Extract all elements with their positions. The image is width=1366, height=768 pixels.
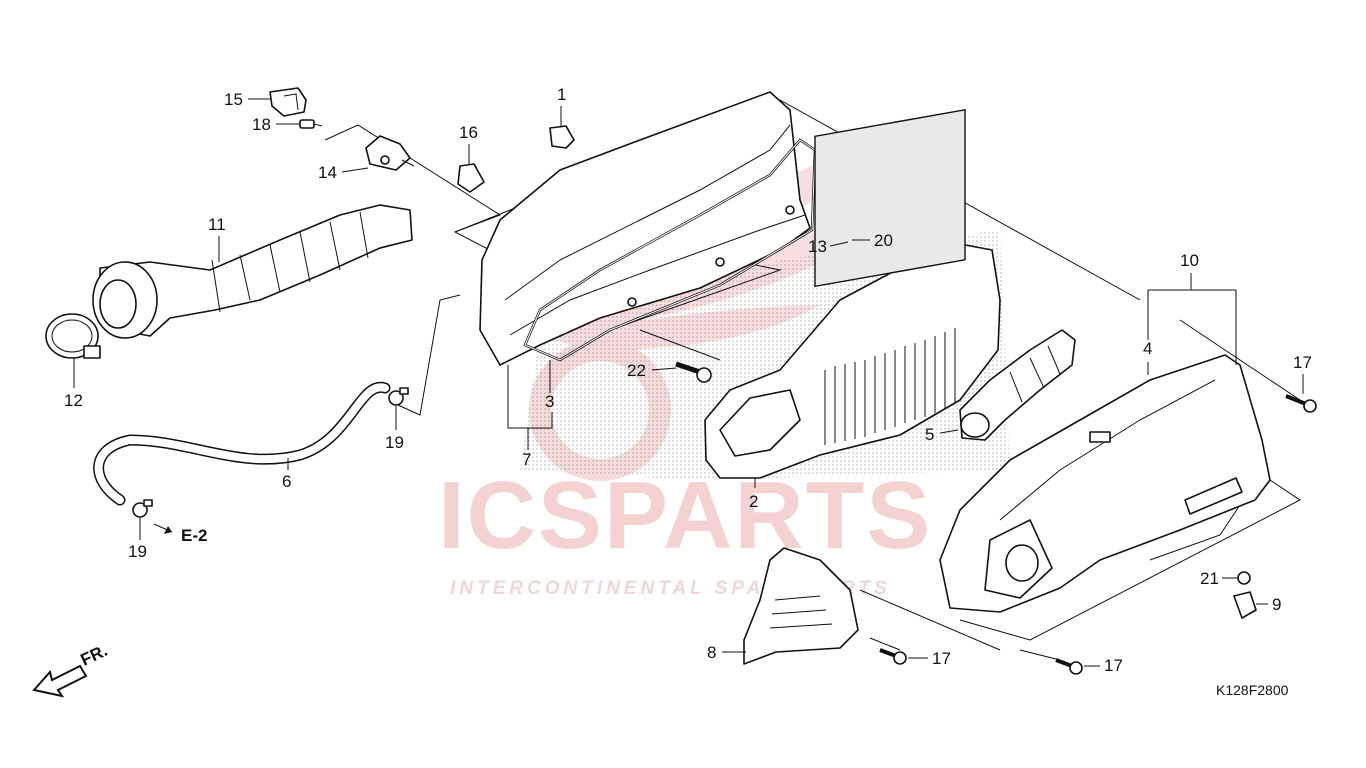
part-19-clamp-lower	[132, 499, 153, 518]
callout-2: 2	[749, 492, 758, 511]
callout-18: 18	[252, 115, 271, 134]
part-3-gasket	[523, 138, 817, 362]
part-18-screw	[299, 119, 323, 129]
callout-3: 3	[545, 392, 554, 411]
callout-19-lower: 19	[128, 542, 147, 561]
part-15-connector	[269, 87, 307, 117]
callout-21: 21	[1200, 569, 1219, 588]
callout-4: 4	[1143, 339, 1152, 358]
callout-8: 8	[707, 643, 716, 662]
reference-e2: E-2	[153, 523, 207, 545]
front-direction: FR.	[32, 641, 111, 698]
part-1-grommet	[549, 125, 575, 149]
air-cleaner-case	[479, 91, 811, 366]
part-9-drain-plug	[1233, 591, 1257, 619]
diagram-code: K128F2800	[1216, 682, 1289, 698]
callout-11: 11	[208, 215, 226, 234]
callout-20: 20	[874, 231, 893, 250]
part-11-intake-tube	[92, 204, 413, 339]
front-arrow-icon	[32, 664, 88, 698]
part-12-band	[45, 313, 101, 359]
part-16-clip	[457, 163, 485, 193]
part-14-sensor	[365, 135, 415, 171]
callout-5: 5	[925, 425, 934, 444]
part-17-screw-mid	[879, 648, 907, 665]
part-19-clamp-upper	[388, 387, 409, 406]
callout-19-upper: 19	[385, 433, 404, 452]
part-8-duct	[743, 547, 859, 665]
reference-e2-label: E-2	[181, 526, 207, 545]
callout-6: 6	[282, 472, 291, 491]
callouts: 1 2 3 4 5 6 7 8 9 10 11 12 13 14 15 16 1	[64, 85, 1312, 675]
part-21-clip	[1237, 571, 1251, 585]
part-4-cover	[939, 354, 1271, 613]
callout-13: 13	[808, 237, 827, 256]
front-label: FR.	[78, 641, 111, 670]
callout-22: 22	[627, 361, 646, 380]
callout-1: 1	[557, 85, 566, 104]
callout-14: 14	[318, 163, 337, 182]
part-22-bolt	[675, 361, 712, 383]
callout-9: 9	[1272, 595, 1281, 614]
callout-12: 12	[64, 391, 83, 410]
callout-10: 10	[1180, 251, 1199, 270]
callout-17-right: 17	[1293, 353, 1312, 372]
part-6-hose	[93, 381, 391, 506]
watermark-brand: ICSPARTS	[438, 462, 932, 569]
part-5-tube	[959, 329, 1076, 441]
callout-15: 15	[224, 90, 243, 109]
callout-16: 16	[459, 123, 478, 142]
part-17-screw-bottom	[1055, 658, 1083, 675]
part-2-element	[704, 109, 1001, 479]
callout-17-mid: 17	[932, 649, 951, 668]
part-17-screw-right	[1285, 394, 1317, 413]
callout-17-bottom: 17	[1104, 656, 1123, 675]
callout-7: 7	[522, 450, 531, 469]
